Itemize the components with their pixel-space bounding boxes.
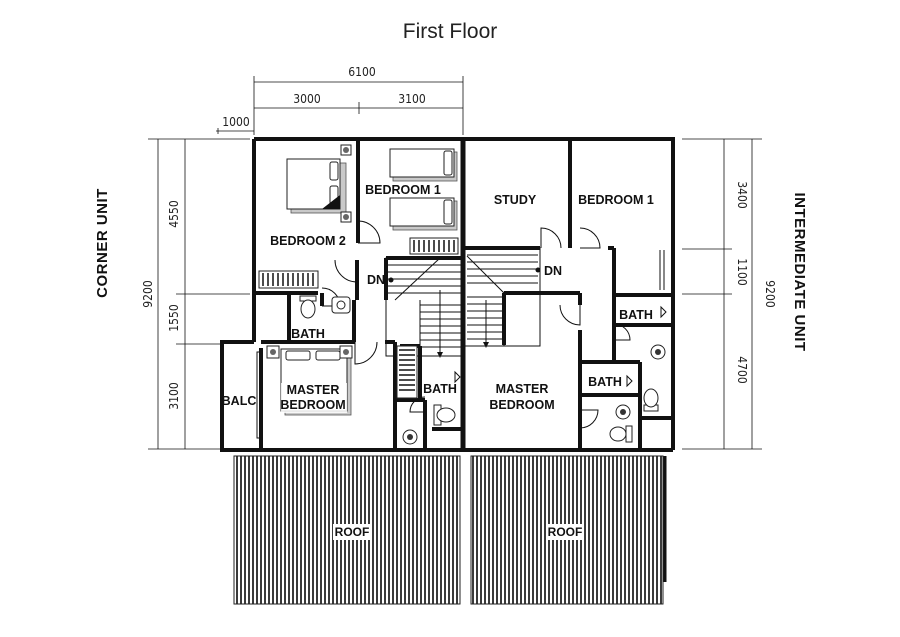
dim-left-upper: 4550 bbox=[167, 200, 181, 228]
label-bath-corner: BATH bbox=[291, 327, 325, 341]
label-study: STUDY bbox=[494, 193, 537, 207]
intermediate-unit-label: INTERMEDIATE UNIT bbox=[791, 192, 808, 351]
label-bedroom2: BEDROOM 2 bbox=[270, 234, 346, 248]
stairs-down-label-intermediate: DN bbox=[544, 264, 562, 278]
dim-top-offset: 1000 bbox=[222, 115, 250, 129]
corner-unit-label: CORNER UNIT bbox=[94, 188, 111, 298]
dim-top-left: 3000 bbox=[293, 92, 321, 106]
label-bedroom1-intermediate: BEDROOM 1 bbox=[578, 193, 654, 207]
top-dimensions: 6100 3000 3100 1000 bbox=[216, 65, 464, 135]
label-master-intermediate-line1: MASTER bbox=[496, 382, 549, 396]
stairs-intermediate: DN bbox=[464, 247, 562, 348]
furniture bbox=[256, 144, 667, 445]
label-master-corner-line2: BEDROOM bbox=[280, 398, 345, 412]
stairs-corner: DN bbox=[367, 257, 464, 358]
label-master-corner-line1: MASTER bbox=[287, 383, 340, 397]
roof-label-right: ROOF bbox=[548, 525, 583, 539]
dim-top-right: 3100 bbox=[398, 92, 426, 106]
label-bath1-intermediate: BATH bbox=[619, 308, 653, 322]
room-labels: BEDROOM 2 BEDROOM 1 BATH MASTER BEDROOM … bbox=[222, 183, 654, 412]
label-master-intermediate-line2: BEDROOM bbox=[489, 398, 554, 412]
dim-left-total: 9200 bbox=[141, 280, 155, 308]
bath-fixtures-corner bbox=[299, 295, 461, 445]
wardrobe-bedroom2 bbox=[258, 270, 319, 289]
dim-right-upper: 3400 bbox=[735, 181, 749, 209]
right-dimensions: 3400 1100 4700 9200 INTERMEDIATE UNIT bbox=[682, 138, 808, 450]
wardrobe-master-corner bbox=[396, 345, 418, 399]
dim-right-middle: 1100 bbox=[735, 258, 749, 286]
dim-right-total: 9200 bbox=[763, 280, 777, 308]
roof-areas: ROOF ROOF bbox=[233, 455, 667, 605]
plan-title: First Floor bbox=[403, 20, 498, 43]
label-bedroom1-corner: BEDROOM 1 bbox=[365, 183, 441, 197]
dim-left-lower: 3100 bbox=[167, 382, 181, 410]
label-bath2-intermediate: BATH bbox=[588, 375, 622, 389]
stairs-down-label-corner: DN bbox=[367, 273, 385, 287]
beds-bedroom1-corner bbox=[389, 148, 459, 255]
label-balcony: BALC bbox=[222, 394, 257, 408]
bed-bedroom2 bbox=[286, 144, 352, 223]
left-dimensions: 9200 4550 1550 3100 CORNER UNIT bbox=[94, 138, 250, 450]
label-bath2-corner: BATH bbox=[423, 382, 457, 396]
bath-fixtures-intermediate bbox=[609, 250, 667, 443]
roof-label-left: ROOF bbox=[335, 525, 370, 539]
dim-top-total: 6100 bbox=[348, 65, 376, 79]
dim-right-lower: 4700 bbox=[735, 356, 749, 384]
dim-left-middle: 1550 bbox=[167, 304, 181, 332]
